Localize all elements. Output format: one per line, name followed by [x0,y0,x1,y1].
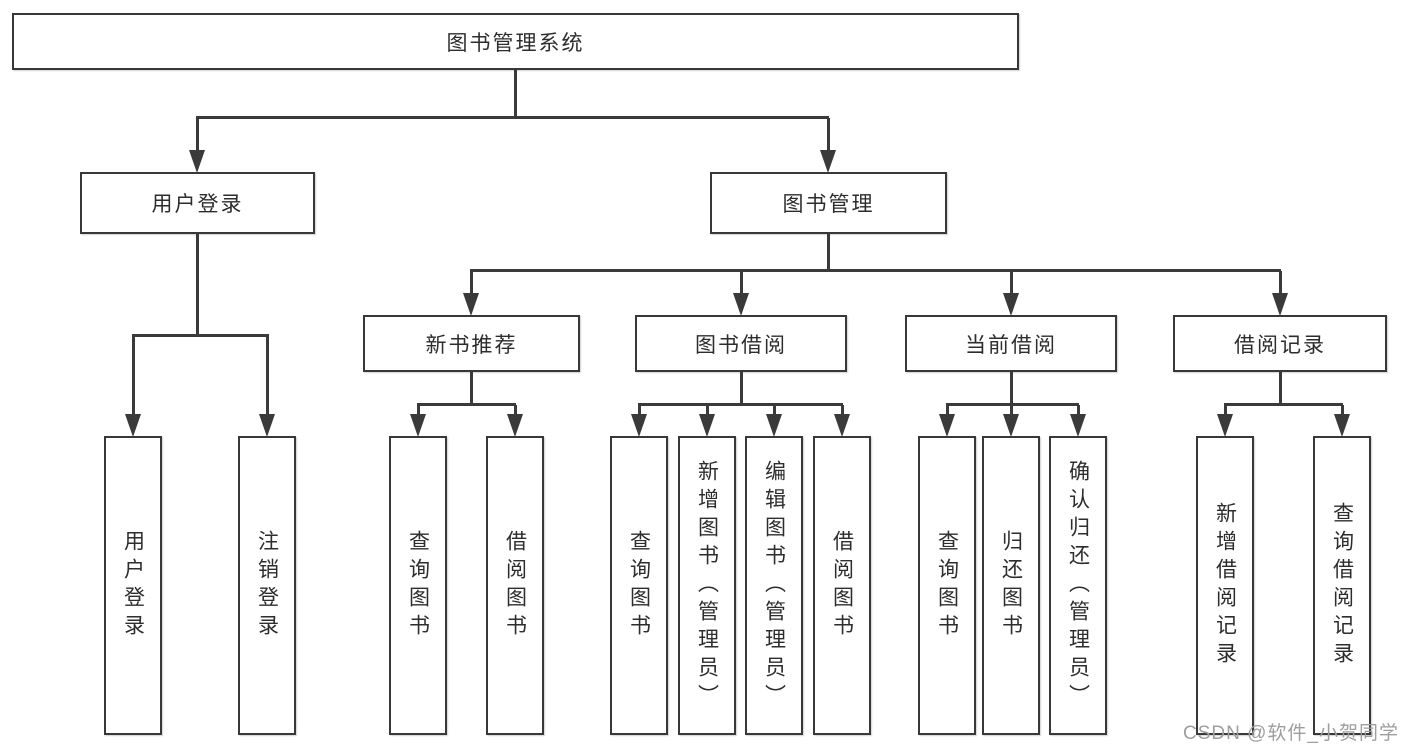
leaf-label: 用户登录 [121,529,145,642]
arrowhead-down-icon [820,150,836,173]
leaf-label: 查询图书 [627,529,651,642]
node-new-book-recommend: 新书推荐 [363,315,580,372]
connector-line [1279,271,1282,296]
leaf-label: 注销登录 [255,529,279,642]
leaf-label: 查询图书 [406,529,430,642]
arrowhead-down-icon [631,414,647,437]
connector-line [638,403,843,406]
leaf-logout: 注销登录 [238,436,296,735]
leaf-label: 确认归还（管理员） [1066,459,1090,712]
arrowhead-down-icon [834,414,850,437]
connector-line [470,372,473,406]
connector-line [1077,405,1080,416]
leaf-query-books: 查询图书 [918,436,976,735]
connector-line [740,372,743,406]
arrowhead-down-icon [125,414,141,437]
arrowhead-down-icon [463,293,479,316]
arrowhead-down-icon [1003,414,1019,437]
connector-line [1224,405,1227,416]
connector-line [827,118,830,152]
connector-line [196,118,199,152]
connector-line [417,405,420,416]
leaf-label: 编辑图书（管理员） [762,459,786,712]
connector-line [1341,405,1344,416]
node-book-borrow: 图书借阅 [635,315,847,372]
arrowhead-down-icon [410,414,426,437]
connector-line [827,232,830,272]
connector-line [841,405,844,416]
connector-line [417,403,516,406]
csdn-watermark: CSDN @软件_小贺同学 [1183,723,1399,744]
connector-line [266,336,269,416]
connector-line [706,405,709,416]
leaf-query-borrow-record: 查询借阅记录 [1313,436,1371,735]
leaf-label: 查询图书 [935,529,959,642]
arrowhead-down-icon [1217,414,1233,437]
leaf-add-borrow-record: 新增借阅记录 [1196,436,1254,735]
arrowhead-down-icon [1272,293,1288,316]
connector-line [1010,405,1013,416]
connector-line [946,403,1079,406]
connector-line [132,334,269,337]
leaf-user-login: 用户登录 [104,436,162,735]
arrowhead-down-icon [189,150,205,173]
node-book-management: 图书管理 [710,172,947,234]
leaf-borrow-books: 借阅图书 [813,436,871,735]
connector-line [638,405,641,416]
node-root-library-system: 图书管理系统 [12,13,1019,70]
arrowhead-down-icon [507,414,523,437]
connector-line [1224,403,1343,406]
connector-line [514,405,517,416]
leaf-borrow-books: 借阅图书 [486,436,544,735]
leaf-add-books-admin: 新增图书（管理员） [678,436,736,735]
connector-line [946,405,949,416]
node-current-borrow: 当前借阅 [905,315,1117,372]
arrowhead-down-icon [939,414,955,437]
connector-line [773,405,776,416]
leaf-label: 借阅图书 [503,529,527,642]
connector-line [196,116,829,119]
leaf-query-books: 查询图书 [389,436,447,735]
leaf-label: 新增图书（管理员） [695,459,719,712]
leaf-label: 查询借阅记录 [1330,501,1354,670]
connector-line [514,70,517,118]
connector-line [196,232,199,336]
connector-line [1010,372,1013,406]
leaf-label: 归还图书 [999,529,1023,642]
node-borrow-records: 借阅记录 [1173,315,1387,372]
arrowhead-down-icon [1003,293,1019,316]
connector-line [1010,271,1013,296]
connector-line [132,336,135,416]
node-user-login: 用户登录 [80,172,315,234]
arrowhead-down-icon [259,414,275,437]
leaf-return-books: 归还图书 [982,436,1040,735]
leaf-confirm-return-admin: 确认归还（管理员） [1049,436,1107,735]
leaf-label: 借阅图书 [830,529,854,642]
arrowhead-down-icon [766,414,782,437]
connector-line [740,271,743,296]
leaf-edit-books-admin: 编辑图书（管理员） [745,436,803,735]
connector-line [470,271,473,296]
arrowhead-down-icon [1070,414,1086,437]
leaf-label: 新增借阅记录 [1213,501,1237,670]
connector-line [470,269,1281,272]
arrowhead-down-icon [699,414,715,437]
arrowhead-down-icon [1334,414,1350,437]
leaf-query-books: 查询图书 [610,436,668,735]
connector-line [1279,372,1282,406]
arrowhead-down-icon [733,293,749,316]
